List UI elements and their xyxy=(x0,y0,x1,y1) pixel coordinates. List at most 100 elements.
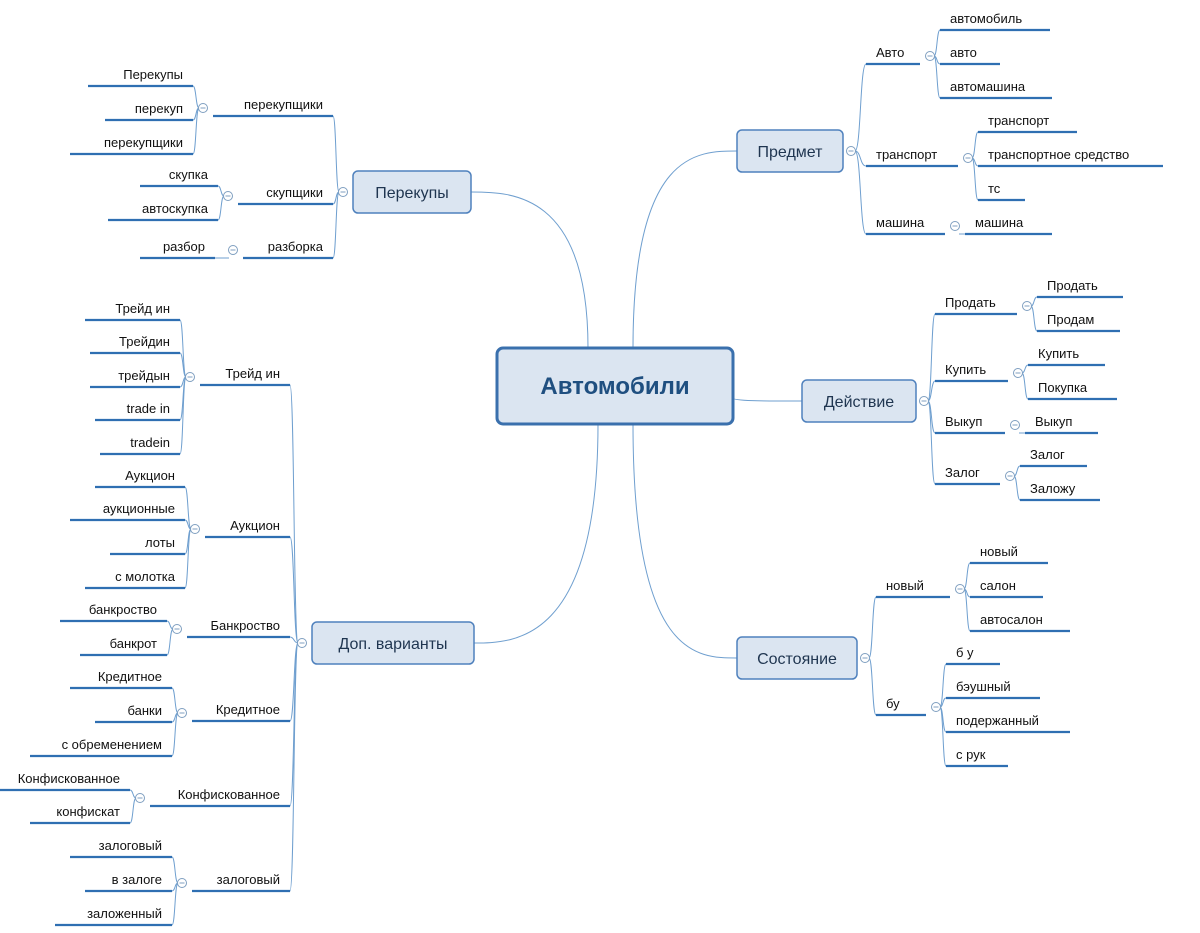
leaf-connector xyxy=(933,55,941,99)
leaf-connector xyxy=(217,195,225,221)
collapse-icon[interactable] xyxy=(860,653,870,663)
topic-connector xyxy=(854,150,867,167)
collapse-icon[interactable] xyxy=(919,396,929,406)
topic-connector xyxy=(927,313,936,402)
leaf-connector xyxy=(171,687,179,714)
collapse-icon[interactable] xyxy=(846,146,856,156)
topic-connector xyxy=(289,384,299,644)
collapse-icon[interactable] xyxy=(172,624,182,634)
leaf-label: заложенный xyxy=(87,906,162,921)
central-topic-label: Автомобили xyxy=(540,373,689,400)
collapse-icon[interactable] xyxy=(223,191,233,201)
leaf-label: транспортное средство xyxy=(988,147,1129,162)
topic-connector xyxy=(868,596,877,659)
leaf-connector xyxy=(184,528,192,589)
collapse-icon[interactable] xyxy=(297,638,307,648)
subtopic-label: перекупщики xyxy=(244,97,323,112)
leaf-connector xyxy=(933,29,941,57)
subtopic-label: Банкроство xyxy=(210,618,280,633)
subtopic-label: Выкуп xyxy=(945,414,982,429)
leaf-label: автомашина xyxy=(950,79,1026,94)
subtopic-label: Авто xyxy=(876,45,904,60)
leaf-label: Конфискованное xyxy=(18,771,120,786)
collapse-icon[interactable] xyxy=(1013,368,1023,378)
collapse-icon[interactable] xyxy=(228,245,238,255)
collapse-icon[interactable] xyxy=(950,221,960,231)
main-topic-box[interactable] xyxy=(801,379,917,423)
subtopic-label: транспорт xyxy=(876,147,937,162)
leaf-label: Выкуп xyxy=(1035,414,1072,429)
subtopic-label: Конфискованное xyxy=(178,787,280,802)
leaf-label: трейдын xyxy=(118,368,170,383)
main-topic-box[interactable] xyxy=(352,170,472,214)
subtopic-label: залоговый xyxy=(217,872,280,887)
leaf-connector xyxy=(171,856,179,884)
topic-connector xyxy=(854,150,867,235)
collapse-icon[interactable] xyxy=(177,878,187,888)
subtopic-label: Трейд ин xyxy=(225,366,280,381)
subtopic-label: скупщики xyxy=(266,185,323,200)
collapse-icon[interactable] xyxy=(338,187,348,197)
main-topic-label: Действие xyxy=(824,394,894,411)
collapse-icon[interactable] xyxy=(190,524,200,534)
leaf-label: салон xyxy=(980,578,1016,593)
collapse-icon[interactable] xyxy=(198,103,208,113)
main-topic-label: Предмет xyxy=(758,144,824,161)
topic-connector xyxy=(289,536,299,644)
leaf-connector xyxy=(963,588,971,632)
leaf-label: перекупщики xyxy=(104,135,183,150)
leaf-label: новый xyxy=(980,544,1018,559)
topic-connector xyxy=(332,115,340,193)
leaf-label: залоговый xyxy=(99,838,162,853)
topic-connector xyxy=(289,642,299,722)
collapse-icon[interactable] xyxy=(931,702,941,712)
leaf-connector xyxy=(1030,296,1038,307)
leaf-connector xyxy=(939,663,947,708)
leaf-label: в залоге xyxy=(112,872,162,887)
collapse-icon[interactable] xyxy=(1010,420,1020,430)
topic-connector xyxy=(289,642,299,892)
leaf-label: Залог xyxy=(1030,447,1065,462)
collapse-icon[interactable] xyxy=(963,153,973,163)
leaf-label: с молотка xyxy=(115,569,176,584)
leaf-label: Продать xyxy=(1047,278,1098,293)
leaf-label: с рук xyxy=(956,747,986,762)
leaf-connector xyxy=(192,85,200,109)
main-topic-box[interactable] xyxy=(311,621,475,665)
collapse-icon[interactable] xyxy=(135,793,145,803)
central-topic-box[interactable] xyxy=(495,346,735,426)
collapse-icon[interactable] xyxy=(185,372,195,382)
subtopic-label: машина xyxy=(876,215,925,230)
leaf-connector xyxy=(166,628,174,656)
collapse-icon[interactable] xyxy=(955,584,965,594)
leaf-label: транспорт xyxy=(988,113,1049,128)
leaf-connector xyxy=(1021,372,1029,400)
leaf-label: Трейд ин xyxy=(115,301,170,316)
leaf-label: разбор xyxy=(163,239,205,254)
collapse-icon[interactable] xyxy=(177,708,187,718)
branch-connector xyxy=(632,150,738,349)
main-topic-box[interactable] xyxy=(736,129,844,173)
leaf-connector xyxy=(184,486,192,530)
leaf-label: trade in xyxy=(127,401,170,416)
main-topic-label: Доп. варианты xyxy=(338,636,447,653)
leaf-label: Заложу xyxy=(1030,481,1076,496)
main-topic-box[interactable] xyxy=(736,636,858,680)
collapse-icon[interactable] xyxy=(925,51,935,61)
leaf-label: банкроство xyxy=(89,602,157,617)
subtopic-label: разборка xyxy=(268,239,324,254)
leaf-connector xyxy=(963,562,971,590)
leaf-label: конфискат xyxy=(56,804,120,819)
leaf-label: подержанный xyxy=(956,713,1039,728)
collapse-icon[interactable] xyxy=(1022,301,1032,311)
leaf-connector xyxy=(179,376,187,455)
branch-connector xyxy=(632,423,738,659)
collapse-icon[interactable] xyxy=(1005,471,1015,481)
leaf-connector xyxy=(171,882,179,926)
leaf-label: б у xyxy=(956,645,974,660)
leaf-label: авто xyxy=(950,45,977,60)
topic-connector xyxy=(332,191,340,259)
leaf-label: банкрот xyxy=(110,636,157,651)
topic-connector xyxy=(927,400,936,485)
